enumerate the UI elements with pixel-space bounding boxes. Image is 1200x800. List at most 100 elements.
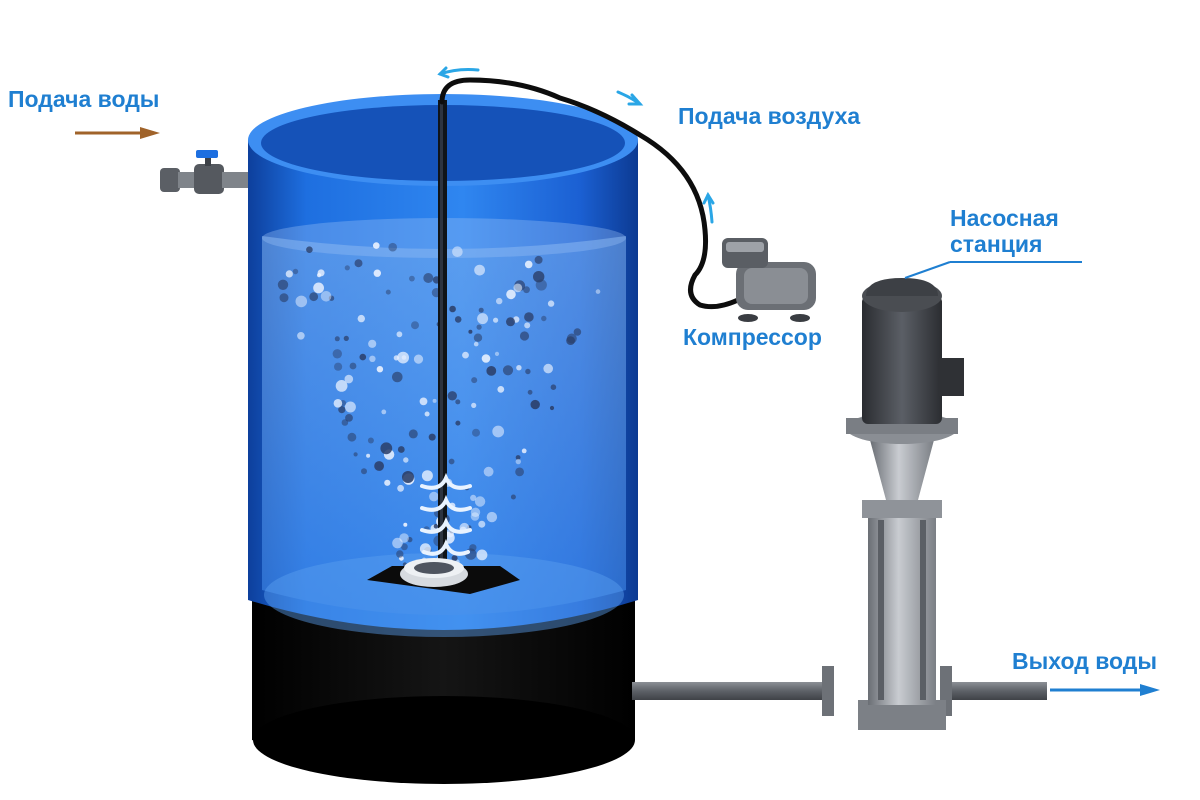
air-bubble xyxy=(368,339,377,348)
air-riser-tube xyxy=(438,100,447,580)
air-bubble xyxy=(471,377,478,384)
air-bubble xyxy=(345,414,353,422)
air-bubble xyxy=(403,522,408,527)
air-bubble xyxy=(334,362,343,371)
air-bubble xyxy=(476,324,482,330)
air-bubble xyxy=(374,461,384,471)
pump-label-leader xyxy=(904,261,1082,279)
air-bubble xyxy=(309,292,319,302)
air-bubble xyxy=(533,271,545,283)
pump-station xyxy=(846,278,964,730)
air-bubble xyxy=(452,246,463,257)
air-bubble xyxy=(317,273,322,278)
air-bubble xyxy=(497,386,505,393)
air-bubble xyxy=(455,399,461,405)
air-bubble xyxy=(333,399,343,408)
air-bubble xyxy=(474,496,486,507)
air-bubble xyxy=(408,429,418,439)
air-bubble xyxy=(344,401,356,413)
arrow-right-icon xyxy=(75,127,160,139)
air-bubble xyxy=(292,268,299,275)
air-bubble xyxy=(411,321,419,330)
air-bubble xyxy=(366,453,371,458)
air-bubble xyxy=(506,317,515,327)
air-bubble xyxy=(320,291,332,302)
air-bubble xyxy=(493,317,499,323)
air-bubble xyxy=(470,507,481,517)
air-bubble xyxy=(515,455,521,460)
air-bubble xyxy=(478,307,484,313)
air-bubble xyxy=(396,550,404,558)
air-bubble xyxy=(449,305,456,313)
air-bubble xyxy=(516,365,522,371)
compressor xyxy=(722,238,816,322)
air-bubble xyxy=(530,399,540,410)
air-bubble xyxy=(402,471,414,483)
air-bubble xyxy=(397,351,409,364)
air-bubble xyxy=(486,366,497,376)
air-bubble xyxy=(502,365,514,376)
air-bubble xyxy=(381,409,387,415)
air-bubble xyxy=(478,520,486,528)
air-bubble xyxy=(344,265,350,271)
air-bubble xyxy=(519,331,530,341)
air-bubble xyxy=(369,355,376,362)
air-bubble xyxy=(525,368,531,375)
air-bubble xyxy=(424,411,430,417)
air-bubble xyxy=(353,452,358,457)
air-diffuser xyxy=(367,558,520,594)
air-bubble xyxy=(524,260,533,269)
air-bubble xyxy=(515,467,524,477)
air-bubble xyxy=(515,458,521,465)
air-bubble xyxy=(392,537,403,549)
air-bubble xyxy=(470,494,477,501)
flow-arrow-icon xyxy=(437,66,715,224)
air-bubble xyxy=(373,269,381,277)
air-bubble xyxy=(432,398,437,403)
air-bubble xyxy=(472,428,480,437)
air-bubble xyxy=(376,366,384,373)
inlet-valve xyxy=(160,150,248,194)
air-bubble xyxy=(409,275,415,282)
air-bubble xyxy=(524,312,534,322)
air-bubble xyxy=(380,442,393,455)
air-bubble xyxy=(455,420,461,426)
air-bubble xyxy=(306,246,313,253)
air-bubble xyxy=(423,273,434,283)
air-bubble xyxy=(361,468,367,475)
air-bubble xyxy=(473,333,483,342)
pump-station-label-line-1: Насосная xyxy=(950,205,1059,231)
arrow-right-icon xyxy=(1050,684,1160,696)
air-bubble xyxy=(474,264,485,276)
air-bubble xyxy=(338,406,346,414)
air-bubble xyxy=(573,328,582,336)
air-bubble xyxy=(468,329,473,334)
rising-flow-marks xyxy=(420,472,472,556)
air-bubble xyxy=(397,484,404,492)
water-outlet-label: Выход воды xyxy=(1012,648,1158,674)
air-bubble xyxy=(349,362,357,370)
air-bubble xyxy=(492,425,505,438)
air-bubble xyxy=(476,549,488,561)
air-bubble xyxy=(541,315,547,322)
air-bubble xyxy=(486,511,498,523)
air-bubble xyxy=(332,349,342,359)
air-bubble xyxy=(392,371,403,383)
tank-base xyxy=(252,588,635,784)
pump-station-label-line-2: станция xyxy=(950,231,1043,257)
air-bubble xyxy=(496,297,503,305)
air-bubble xyxy=(407,536,413,543)
air-bubble xyxy=(547,300,555,307)
air-bubble xyxy=(396,331,403,338)
compressor-label: Компрессор xyxy=(683,324,822,350)
air-bubble xyxy=(285,270,293,278)
air-bubble xyxy=(277,279,289,290)
air-bubble xyxy=(357,314,365,323)
air-bubble xyxy=(334,336,340,342)
air-bubble xyxy=(354,259,363,268)
air-bubble xyxy=(388,242,398,252)
air-bubble xyxy=(550,384,557,391)
pump-station-label: Насосная станция xyxy=(950,205,1059,257)
air-bubble xyxy=(399,533,409,543)
